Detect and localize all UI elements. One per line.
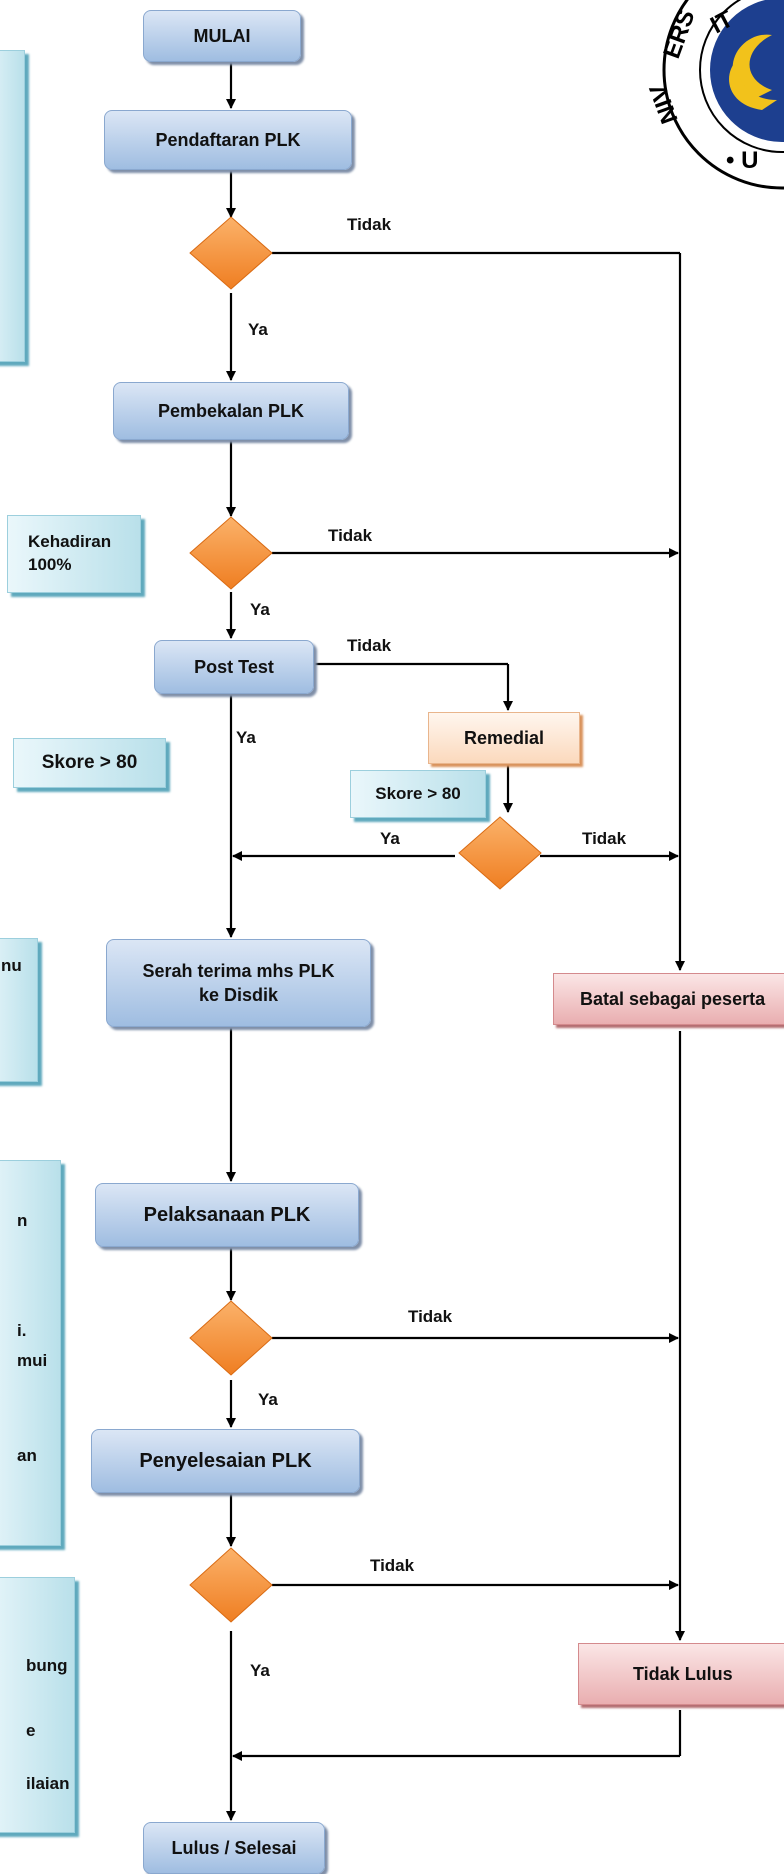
- edge-label-no: Tidak: [347, 215, 392, 234]
- edge-label-yes: Ya: [236, 728, 256, 747]
- node-completion: Penyelesaian PLK: [91, 1429, 360, 1493]
- note-partial-text: mui: [17, 1351, 48, 1370]
- decision-remedial: [458, 816, 542, 890]
- note-panel-lower: n i. mui an: [0, 1160, 61, 1546]
- note-score-main-text: Skore > 80: [41, 752, 138, 774]
- edge-label-yes: Ya: [380, 829, 400, 848]
- node-cancelled: Batal sebagai peserta: [553, 973, 784, 1025]
- note-partial-text: i.: [17, 1321, 27, 1340]
- note-score-remedial-text: Skore > 80: [375, 783, 461, 803]
- node-cancelled-label: Batal sebagai peserta: [580, 988, 766, 1009]
- note-attendance-text: Kehadiran 100%: [28, 532, 112, 574]
- edge-label-no: Tidak: [328, 526, 373, 545]
- note-attendance: Kehadiran 100%: [7, 515, 141, 593]
- node-handover: Serah terima mhs PLK ke Disdik: [106, 939, 371, 1027]
- note-partial-text: nu: [1, 956, 22, 975]
- node-end: Lulus / Selesai: [143, 1822, 325, 1874]
- edge-label-no: Tidak: [408, 1307, 453, 1326]
- node-implementation-label: Pelaksanaan PLK: [143, 1203, 311, 1226]
- decision-attendance: [189, 516, 273, 590]
- node-implementation: Pelaksanaan PLK: [95, 1183, 359, 1247]
- note-partial-text: e: [26, 1721, 36, 1740]
- node-start-label: MULAI: [193, 25, 251, 46]
- node-completion-label: Penyelesaian PLK: [139, 1449, 312, 1472]
- node-registration-label: Pendaftaran PLK: [155, 129, 301, 150]
- edge-label-no: Tidak: [582, 829, 627, 848]
- node-post-test: Post Test: [154, 640, 314, 694]
- edge-label-yes: Ya: [250, 1661, 270, 1680]
- note-score-remedial: Skore > 80: [350, 770, 486, 818]
- note-panel-top: [0, 50, 25, 362]
- edge-label-yes: Ya: [248, 320, 268, 339]
- note-panel-middle: nu: [0, 938, 38, 1082]
- edge-label-no: Tidak: [370, 1556, 415, 1575]
- node-registration: Pendaftaran PLK: [104, 110, 352, 170]
- svg-text:• U: • U: [726, 147, 758, 174]
- note-partial-text: an: [17, 1446, 37, 1465]
- edge-label-no: Tidak: [347, 636, 392, 655]
- decision-registration: [189, 216, 273, 290]
- node-briefing-label: Pembekalan PLK: [157, 400, 305, 421]
- node-remedial-label: Remedial: [463, 727, 545, 748]
- note-partial-text: bung: [26, 1656, 68, 1675]
- node-handover-label: Serah terima mhs PLK ke Disdik: [142, 960, 335, 1005]
- node-not-passed: Tidak Lulus: [578, 1643, 784, 1705]
- node-not-passed-label: Tidak Lulus: [633, 1663, 733, 1684]
- note-score-main: Skore > 80: [13, 738, 166, 788]
- decision-diamonds: [189, 216, 542, 1623]
- node-post-test-label: Post Test: [194, 656, 274, 677]
- node-start: MULAI: [143, 10, 301, 62]
- edge-label-yes: Ya: [258, 1390, 278, 1409]
- note-partial-text: n: [17, 1211, 28, 1230]
- decision-completion: [189, 1547, 273, 1623]
- university-logo: IT ERS NIV • U: [645, 0, 784, 190]
- node-remedial: Remedial: [428, 712, 580, 764]
- note-panel-bottom: bung e ilaian: [0, 1577, 75, 1833]
- decision-implementation: [189, 1300, 273, 1376]
- node-briefing: Pembekalan PLK: [113, 382, 349, 440]
- note-partial-text: ilaian: [26, 1774, 70, 1793]
- node-end-label: Lulus / Selesai: [171, 1837, 297, 1858]
- edge-label-yes: Ya: [250, 600, 270, 619]
